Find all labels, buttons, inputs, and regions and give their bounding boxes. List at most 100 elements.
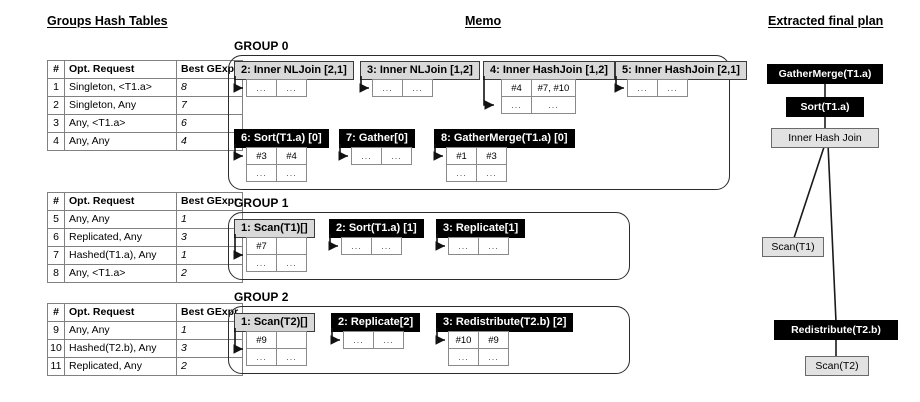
cell: ... <box>276 164 307 182</box>
cell-row: ... ... <box>448 237 509 255</box>
cell-row: ... ... <box>372 79 433 97</box>
cell-request: Any, <T1.a> <box>64 264 177 283</box>
cell-best: 4 <box>175 132 244 151</box>
gexpr-0-8[interactable]: 8: GatherMerge(T1.a) [0] #1 #3 ... ... <box>434 128 575 182</box>
cell-best: 2 <box>175 357 244 376</box>
cell-row: ... ... <box>446 164 507 182</box>
cell-num: 2 <box>47 96 65 115</box>
cell-num: 9 <box>47 321 65 340</box>
gexpr-0-6-title: 6: Sort(T1.a) [0] <box>234 129 329 148</box>
cell: ... <box>446 164 477 182</box>
table-row: 3 Any, <T1.a> 6 <box>47 114 244 133</box>
cell-row: #3 #4 <box>246 147 307 165</box>
gexpr-0-2[interactable]: 2: Inner NLJoin [2,1] ... ... <box>234 60 354 97</box>
cell: ... <box>341 237 372 255</box>
cell-row: ... ... <box>343 331 404 349</box>
gexpr-1-3[interactable]: 3: Replicate[1] ... ... <box>436 218 526 255</box>
gexpr-2-2[interactable]: 2: Replicate[2] ... ... <box>331 312 421 349</box>
cell: #1 <box>446 147 477 165</box>
cell-best: 2 <box>175 264 244 283</box>
gexpr-1-2[interactable]: 2: Sort(T1.a) [1] ... ... <box>329 218 424 255</box>
plan-node-gathermerge[interactable]: GatherMerge(T1.a) <box>767 64 883 84</box>
gexpr-2-3-title: 3: Redistribute(T2.b) [2] <box>436 313 574 332</box>
cell-num: 7 <box>47 246 65 265</box>
cell-request: Hashed(T2.b), Any <box>64 339 177 358</box>
gexpr-0-4[interactable]: 4: Inner HashJoin [1,2] #4 #7, #10 ... .… <box>483 60 615 114</box>
plan-node-scan-t2[interactable]: Scan(T2) <box>805 356 869 376</box>
gexpr-0-6[interactable]: 6: Sort(T1.a) [0] #3 #4 ... ... <box>234 128 329 182</box>
gexpr-0-5[interactable]: 5: Inner HashJoin [2,1] ... ... <box>615 60 747 97</box>
cell: ... <box>276 79 307 97</box>
cell: ... <box>371 237 402 255</box>
gexpr-0-3[interactable]: 3: Inner NLJoin [1,2] ... ... <box>360 60 480 97</box>
column-header-num: # <box>47 192 65 211</box>
cell: #9 <box>246 331 277 349</box>
group-0-box <box>228 55 730 190</box>
cell: #3 <box>476 147 507 165</box>
plan-node-scan-t1[interactable]: Scan(T1) <box>762 237 824 257</box>
column-header-opt-request: Opt. Request <box>64 192 177 211</box>
cell: ... <box>276 348 307 366</box>
gexpr-1-3-cells: ... ... <box>448 237 509 255</box>
gexpr-2-1-title: 1: Scan(T2)[] <box>234 313 315 332</box>
cell-row: ... ... <box>246 254 307 272</box>
gexpr-0-7[interactable]: 7: Gather[0] ... ... <box>339 128 415 165</box>
group-1-hash-table: # Opt. Request Best GExpr 5 Any, Any 1 6… <box>47 192 244 283</box>
cell-row: ... ... <box>246 79 307 97</box>
cell-request: Any, Any <box>64 132 177 151</box>
cell-row: ... ... <box>351 147 412 165</box>
cell: ... <box>343 331 374 349</box>
gexpr-1-1[interactable]: 1: Scan(T1)[] #7 ... ... <box>234 218 315 272</box>
table-header-row: # Opt. Request Best GExpr <box>47 60 244 79</box>
cell: #4 <box>276 147 307 165</box>
column-header-opt-request: Opt. Request <box>64 303 177 322</box>
plan-node-inner-hash-join[interactable]: Inner Hash Join <box>771 128 879 148</box>
cell-request: Hashed(T1.a), Any <box>64 246 177 265</box>
cell-row: #10 #9 <box>448 331 509 349</box>
gexpr-0-5-title: 5: Inner HashJoin [2,1] <box>615 61 747 80</box>
cell-num: 8 <box>47 264 65 283</box>
gexpr-1-1-title: 1: Scan(T1)[] <box>234 219 315 238</box>
gexpr-1-1-cells: #7 ... ... <box>246 237 307 272</box>
cell-request: Replicated, Any <box>64 357 177 376</box>
cell: ... <box>246 254 277 272</box>
gexpr-0-7-title: 7: Gather[0] <box>339 129 415 148</box>
cell-request: Singleton, <T1.a> <box>64 78 177 97</box>
cell: ... <box>402 79 433 97</box>
gexpr-2-1-cells: #9 ... ... <box>246 331 307 366</box>
plan-node-sort[interactable]: Sort(T1.a) <box>786 97 864 117</box>
gexpr-2-3[interactable]: 3: Redistribute(T2.b) [2] #10 #9 ... ... <box>436 312 574 366</box>
section-title-groups-hash-tables: Groups Hash Tables <box>47 14 168 28</box>
column-header-best-gexpr: Best GExpr <box>175 192 244 211</box>
plan-node-redistribute[interactable]: Redistribute(T2.b) <box>774 320 898 340</box>
cell-request: Replicated, Any <box>64 228 177 247</box>
cell-num: 1 <box>47 78 65 97</box>
cell: ... <box>627 79 658 97</box>
cell: #10 <box>448 331 479 349</box>
cell <box>276 331 307 349</box>
gexpr-0-2-title: 2: Inner NLJoin [2,1] <box>234 61 354 80</box>
cell: ... <box>478 348 509 366</box>
cell: ... <box>381 147 412 165</box>
gexpr-2-2-cells: ... ... <box>343 331 404 349</box>
cell-row: ... ... <box>246 164 307 182</box>
cell-row: ... ... <box>246 348 307 366</box>
cell-request: Any, Any <box>64 210 177 229</box>
table-row: 9 Any, Any 1 <box>47 321 244 340</box>
cell: ... <box>373 331 404 349</box>
cell-row: #9 <box>246 331 307 349</box>
cell-num: 4 <box>47 132 65 151</box>
table-row: 1 Singleton, <T1.a> 8 <box>47 78 244 97</box>
group-1-label: GROUP 1 <box>234 196 289 210</box>
cell: #7, #10 <box>531 79 576 97</box>
gexpr-2-2-title: 2: Replicate[2] <box>331 313 421 332</box>
cell: ... <box>531 96 576 114</box>
cell: #3 <box>246 147 277 165</box>
cell-row: #1 #3 <box>446 147 507 165</box>
cell: ... <box>448 348 479 366</box>
gexpr-2-1[interactable]: 1: Scan(T2)[] #9 ... ... <box>234 312 315 366</box>
cell: #4 <box>501 79 532 97</box>
table-header-row: # Opt. Request Best GExpr <box>47 192 244 211</box>
table-row: 8 Any, <T1.a> 2 <box>47 264 244 283</box>
